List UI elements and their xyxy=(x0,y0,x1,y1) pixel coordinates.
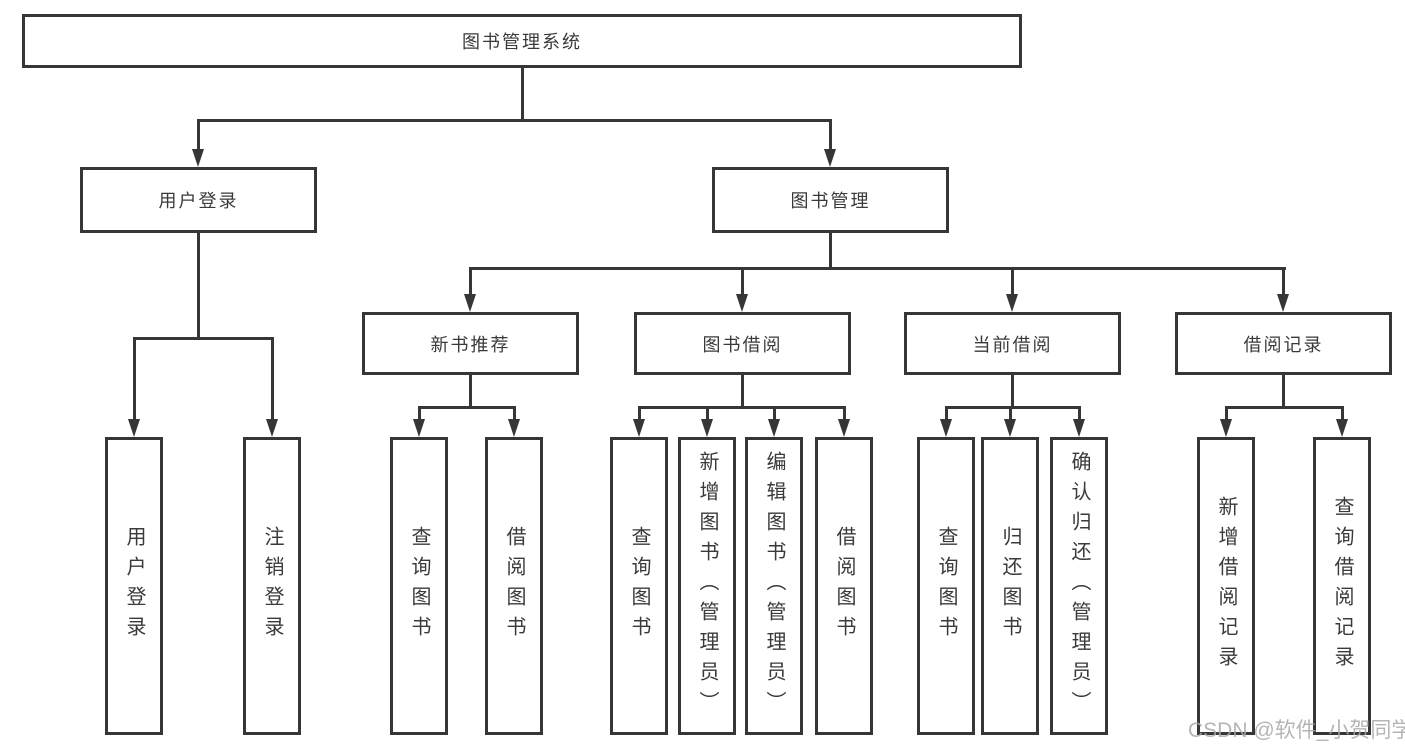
connector-line xyxy=(637,405,846,409)
connector-line xyxy=(1340,407,1344,420)
arrowhead xyxy=(1219,419,1232,437)
connector-line xyxy=(741,268,744,295)
arrowhead xyxy=(700,419,713,437)
node-book-borrowing: 图书借阅 xyxy=(634,312,851,375)
connector-line xyxy=(468,266,1286,270)
connector-line xyxy=(196,120,200,150)
connector-line xyxy=(196,118,832,122)
connector-line xyxy=(842,407,846,420)
connector-line xyxy=(944,407,948,420)
node-library-system: 图书管理系统 xyxy=(22,14,1022,68)
connector-line xyxy=(468,268,472,295)
node-borrowing-records-label: 借阅记录 xyxy=(1243,334,1324,355)
connector-line xyxy=(828,233,832,268)
arrowhead xyxy=(823,149,836,167)
node-current-borrowing: 当前借阅 xyxy=(904,312,1121,375)
leaf-logout-label: 注销登录 xyxy=(261,526,283,646)
leaf-edit-book-admin: 编辑图书（管理员） xyxy=(745,437,803,735)
arrowhead xyxy=(767,419,780,437)
leaf-user-login-label: 用户登录 xyxy=(123,526,145,646)
leaf-user-login: 用户登录 xyxy=(105,437,163,735)
leaf-confirm-return-admin: 确认归还（管理员） xyxy=(1050,437,1108,735)
arrowhead xyxy=(1006,294,1018,312)
node-book-management: 图书管理 xyxy=(712,167,949,233)
connector-line xyxy=(828,120,832,150)
leaf-return-book: 归还图书 xyxy=(981,437,1039,735)
leaf-confirm-return-admin-label: 确认归还（管理员） xyxy=(1068,451,1090,721)
connector-line xyxy=(520,68,524,120)
arrowhead xyxy=(265,419,278,437)
node-current-borrowing-label: 当前借阅 xyxy=(972,334,1053,355)
connector-line xyxy=(1008,407,1012,420)
connector-line xyxy=(944,405,1081,409)
node-new-book-recommend: 新书推荐 xyxy=(362,312,579,375)
leaf-add-book-admin-label: 新增图书（管理员） xyxy=(696,451,718,721)
connector-line xyxy=(469,375,472,407)
arrowhead xyxy=(1277,294,1289,312)
connector-line xyxy=(772,407,776,420)
arrowhead xyxy=(1072,419,1085,437)
leaf-add-book-admin: 新增图书（管理员） xyxy=(678,437,736,735)
connector-line xyxy=(1282,375,1285,407)
arrowhead xyxy=(632,419,645,437)
leaf-borrow-books-recommend: 借阅图书 xyxy=(485,437,543,735)
connector-line xyxy=(1077,407,1081,420)
connector-line xyxy=(270,338,274,420)
connector-line xyxy=(637,407,641,420)
node-user-login: 用户登录 xyxy=(80,167,317,233)
arrowhead xyxy=(191,149,204,167)
leaf-return-book-label: 归还图书 xyxy=(999,526,1021,646)
node-book-management-label: 图书管理 xyxy=(790,191,871,211)
leaf-edit-book-admin-label: 编辑图书（管理员） xyxy=(763,451,785,721)
connector-line xyxy=(1011,375,1014,407)
connector-line xyxy=(512,407,516,420)
connector-line xyxy=(417,407,421,420)
node-book-borrowing-label: 图书借阅 xyxy=(702,334,783,355)
connector-line xyxy=(741,375,744,407)
connector-line xyxy=(705,407,709,420)
arrowhead xyxy=(463,294,476,312)
leaf-query-books-borrowing: 查询图书 xyxy=(610,437,668,735)
leaf-borrow-books-recommend-label: 借阅图书 xyxy=(503,526,525,646)
leaf-add-borrow-record-label: 新增借阅记录 xyxy=(1215,496,1237,676)
arrowhead xyxy=(837,419,850,437)
connector-line xyxy=(1282,268,1285,295)
node-borrowing-records: 借阅记录 xyxy=(1175,312,1392,375)
connector-line xyxy=(1011,268,1014,295)
leaf-query-books-current-label: 查询图书 xyxy=(935,526,957,646)
leaf-borrow-books: 借阅图书 xyxy=(815,437,873,735)
arrowhead xyxy=(412,419,425,437)
leaf-add-borrow-record: 新增借阅记录 xyxy=(1197,437,1255,735)
arrowhead xyxy=(127,419,140,437)
node-new-book-recommend-label: 新书推荐 xyxy=(430,334,511,355)
arrowhead xyxy=(939,419,952,437)
leaf-borrow-books-label: 借阅图书 xyxy=(833,526,855,646)
leaf-query-books-recommend: 查询图书 xyxy=(390,437,448,735)
leaf-query-books-recommend-label: 查询图书 xyxy=(408,526,430,646)
arrowhead xyxy=(736,294,748,312)
connector-line xyxy=(1224,405,1344,409)
leaf-query-books-borrowing-label: 查询图书 xyxy=(628,526,650,646)
leaf-query-borrow-record-label: 查询借阅记录 xyxy=(1331,496,1353,676)
connector-line xyxy=(1224,407,1228,420)
connector-line xyxy=(417,405,516,409)
node-user-login-label: 用户登录 xyxy=(158,191,239,211)
arrowhead xyxy=(1335,419,1348,437)
leaf-query-books-current: 查询图书 xyxy=(917,437,975,735)
leaf-logout: 注销登录 xyxy=(243,437,301,735)
node-library-system-label: 图书管理系统 xyxy=(462,32,582,52)
connector-line xyxy=(132,338,136,420)
csdn-watermark: CSDN @软件_小贺同学 xyxy=(1188,719,1405,742)
connector-line xyxy=(196,233,200,338)
leaf-query-borrow-record: 查询借阅记录 xyxy=(1313,437,1371,735)
arrowhead xyxy=(507,419,520,437)
connector-line xyxy=(132,336,274,340)
arrowhead xyxy=(1003,419,1016,437)
